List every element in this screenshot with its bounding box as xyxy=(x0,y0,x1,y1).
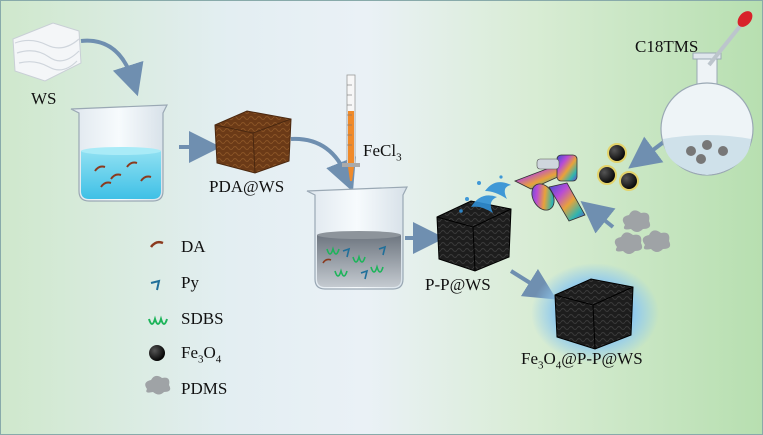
legend-fe3o4-label: Fe3O4 xyxy=(181,343,222,366)
arrow-5 xyxy=(628,136,667,169)
legend-da-label: DA xyxy=(181,237,206,256)
legend-pdms-symbol xyxy=(145,375,171,395)
round-flask xyxy=(660,52,754,176)
legend-py-symbol xyxy=(150,279,161,291)
burette xyxy=(342,74,360,181)
spray-gun-icon xyxy=(514,154,586,222)
fecl3-label: FeCl3 xyxy=(363,141,402,164)
sdbs-molecules xyxy=(326,246,384,277)
final-label: Fe3O4@P-P@WS xyxy=(521,349,643,372)
beaker-2 xyxy=(306,186,408,290)
legend-fe3o4-symbol xyxy=(149,345,165,361)
spray-splash xyxy=(459,175,511,213)
pdms-clouds xyxy=(614,210,671,254)
c18tms-label: C18TMS xyxy=(635,37,699,56)
legend-py-label: Py xyxy=(181,273,199,292)
fe3o4-particles xyxy=(597,143,639,191)
da-molecules xyxy=(94,161,152,188)
beaker-1 xyxy=(70,104,168,202)
legend-pdms-label: PDMS xyxy=(181,379,228,398)
ws-label: WS xyxy=(31,89,57,108)
final-sponge xyxy=(531,263,659,363)
legend-sdbs-symbol xyxy=(148,315,168,325)
legend-sdbs-label: SDBS xyxy=(181,309,224,328)
curved-arrow-1 xyxy=(80,38,144,97)
dropper-icon xyxy=(707,11,753,67)
pda-ws-label: PDA@WS xyxy=(209,177,285,196)
arrow-6 xyxy=(580,201,616,234)
py-molecules xyxy=(342,245,387,280)
pda-sponge xyxy=(214,110,292,174)
curved-arrow-3 xyxy=(290,136,356,192)
pp-ws-label: P-P@WS xyxy=(425,275,491,294)
legend-symbols xyxy=(145,240,171,395)
pp-ws-sponge xyxy=(436,200,512,272)
arrow-7 xyxy=(509,268,557,300)
white-sponge xyxy=(12,22,82,82)
legend-da-symbol xyxy=(149,240,164,248)
